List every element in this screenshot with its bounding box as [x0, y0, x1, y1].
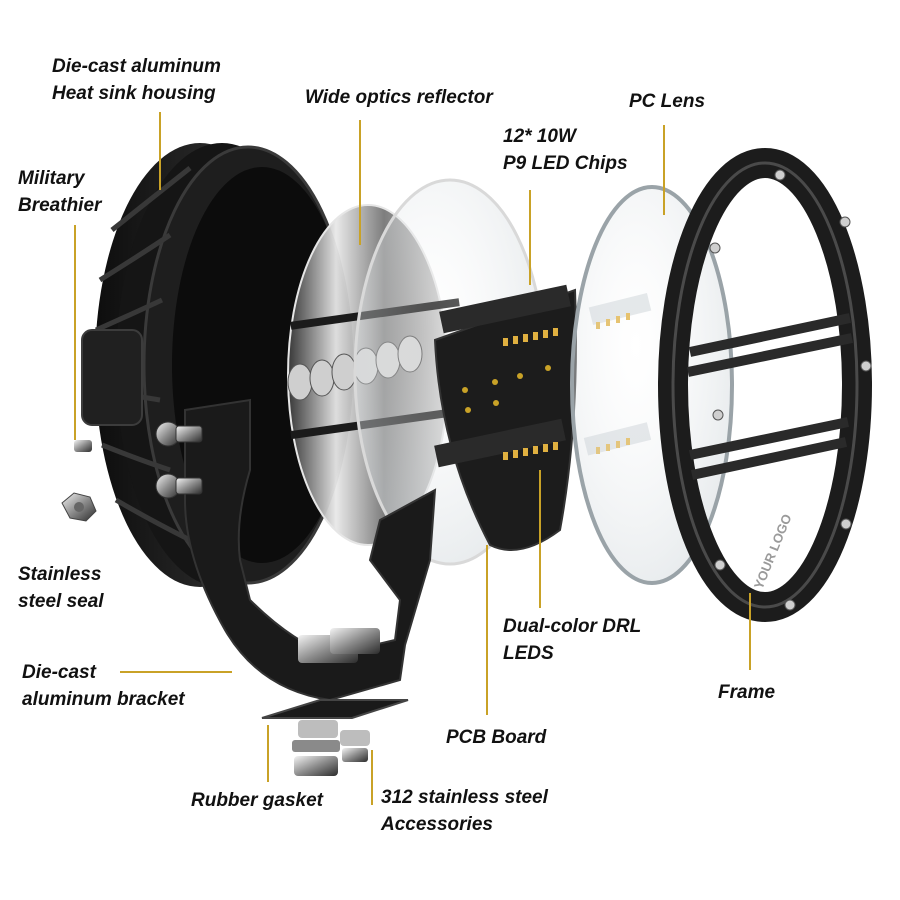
label-frame: Frame [718, 679, 775, 706]
label-steel-seal-line1: Stainless [18, 564, 102, 585]
military-breather [74, 440, 92, 452]
breather-bolts [155, 421, 203, 499]
label-rubber-gasket: Rubber gasket [191, 787, 323, 814]
label-led-chips: 12* 10W P9 LED Chips [503, 123, 628, 177]
label-steel-seal: Stainless steel seal [18, 561, 104, 615]
die-cast-aluminum-bracket [184, 398, 437, 702]
label-pc-lens: PC Lens [629, 88, 705, 115]
led-strip-lower [434, 418, 566, 468]
led-strip-upper [439, 284, 571, 346]
label-accessories-line2: Accessories [381, 814, 493, 835]
label-accessories-line1: 312 stainless steel [381, 787, 548, 808]
leader-lines [74, 112, 751, 805]
bottom-hardware [261, 628, 409, 776]
frame-logo: YOUR LOGO [751, 512, 795, 591]
label-breather-line1: Military [18, 168, 85, 189]
label-reflector-line1: Wide optics reflector [305, 87, 493, 108]
label-bracket-line2: aluminum bracket [22, 689, 185, 710]
label-reflector: Wide optics reflector [305, 84, 493, 111]
label-drl-leds-line2: LEDS [503, 643, 554, 664]
label-heat-sink: Die-cast aluminum Heat sink housing [52, 53, 221, 107]
label-heat-sink-line2: Heat sink housing [52, 83, 216, 104]
label-accessories: 312 stainless steel Accessories [381, 784, 548, 838]
label-bracket-line1: Die-cast [22, 662, 96, 683]
label-led-chips-line2: P9 LED Chips [503, 153, 628, 174]
label-breather: Military Breathier [18, 165, 101, 219]
stainless-steel-seal [61, 492, 97, 522]
label-led-chips-line1: 12* 10W [503, 126, 576, 147]
label-rubber-gasket-line1: Rubber gasket [191, 790, 323, 811]
label-steel-seal-line2: steel seal [18, 591, 104, 612]
label-pcb-board: PCB Board [446, 724, 546, 751]
label-heat-sink-line1: Die-cast aluminum [52, 56, 221, 77]
label-drl-leds-line1: Dual-color DRL [503, 616, 642, 637]
label-breather-line2: Breathier [18, 195, 102, 216]
label-pc-lens-line1: PC Lens [629, 91, 706, 112]
label-pcb-board-line1: PCB Board [446, 727, 547, 748]
label-drl-leds: Dual-color DRL LEDS [503, 613, 641, 667]
label-frame-line1: Frame [718, 682, 776, 703]
label-bracket: Die-cast aluminum bracket [22, 659, 185, 713]
